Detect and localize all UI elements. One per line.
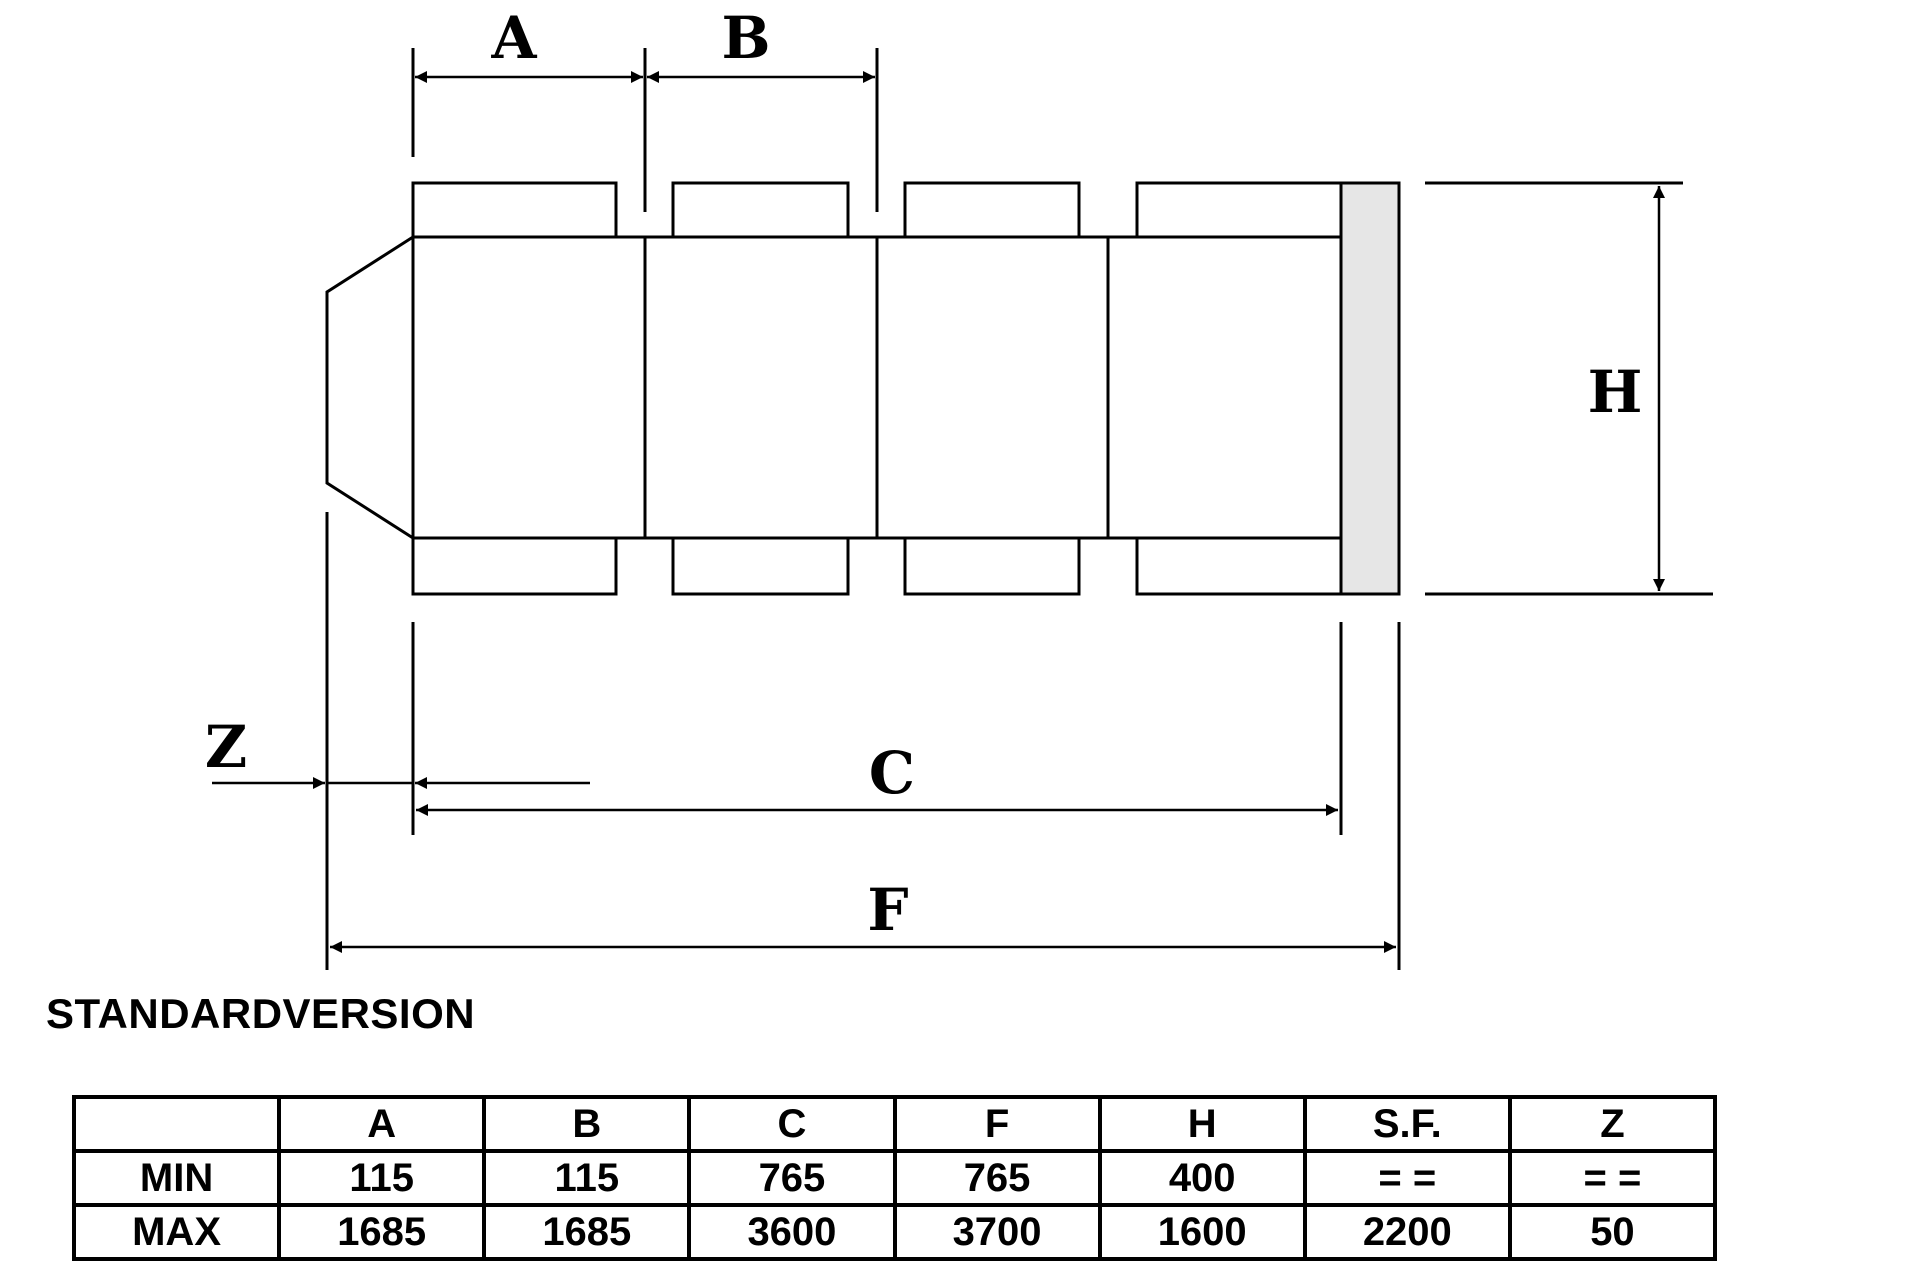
table-header-cell: S.F. [1302,1095,1512,1153]
top-flap-4 [1135,181,1343,239]
table-header-cell [71,1095,282,1153]
bottom-flap-3 [903,536,1081,596]
table-row: MAX 1685 1685 3600 3700 1600 2200 50 [71,1203,1718,1261]
label-z: Z [205,713,247,781]
table-header-cell: A [277,1095,487,1153]
row-label-max: MAX [71,1203,282,1261]
label-a: A [490,4,537,72]
dimension-table: A B C F H S.F. Z MIN 115 115 765 765 400… [71,1095,1718,1261]
table-header-row: A B C F H S.F. Z [71,1095,1718,1153]
table-cell: = = [1507,1149,1718,1207]
glue-flap [325,235,414,540]
row-label-min: MIN [71,1149,282,1207]
label-h: H [1588,358,1643,426]
table-cell: 765 [687,1149,897,1207]
top-flap-1 [411,181,618,239]
table-header-cell: H [1097,1095,1307,1153]
table-header-cell: Z [1507,1095,1718,1153]
table-cell: 2200 [1302,1203,1512,1261]
table-header-cell: F [892,1095,1102,1153]
table-header-cell: B [482,1095,692,1153]
top-flap-3 [903,181,1081,239]
table-cell: 400 [1097,1149,1307,1207]
bottom-flap-4 [1135,536,1343,596]
table-row: MIN 115 115 765 765 400 = = = = [71,1149,1718,1207]
table-cell: = = [1302,1149,1512,1207]
bottom-flap-1 [411,536,618,596]
section-title: STANDARDVERSION [46,990,476,1037]
table-header-cell: C [687,1095,897,1153]
top-flap-2 [671,181,850,239]
table-cell: 50 [1507,1203,1718,1261]
label-b: B [721,4,770,72]
table-cell: 115 [277,1149,487,1207]
table-cell: 765 [892,1149,1102,1207]
label-f: F [867,876,908,944]
table-cell: 1685 [482,1203,692,1261]
table-cell: 3600 [687,1203,897,1261]
table-cell: 3700 [892,1203,1102,1261]
bottom-flap-2 [671,536,850,596]
table-cell: 1685 [277,1203,487,1261]
table-cell: 115 [482,1149,692,1207]
box-outline [325,181,1343,596]
table-cell: 1600 [1097,1203,1307,1261]
end-panel-shaded [1339,181,1401,596]
label-c: C [869,739,915,807]
